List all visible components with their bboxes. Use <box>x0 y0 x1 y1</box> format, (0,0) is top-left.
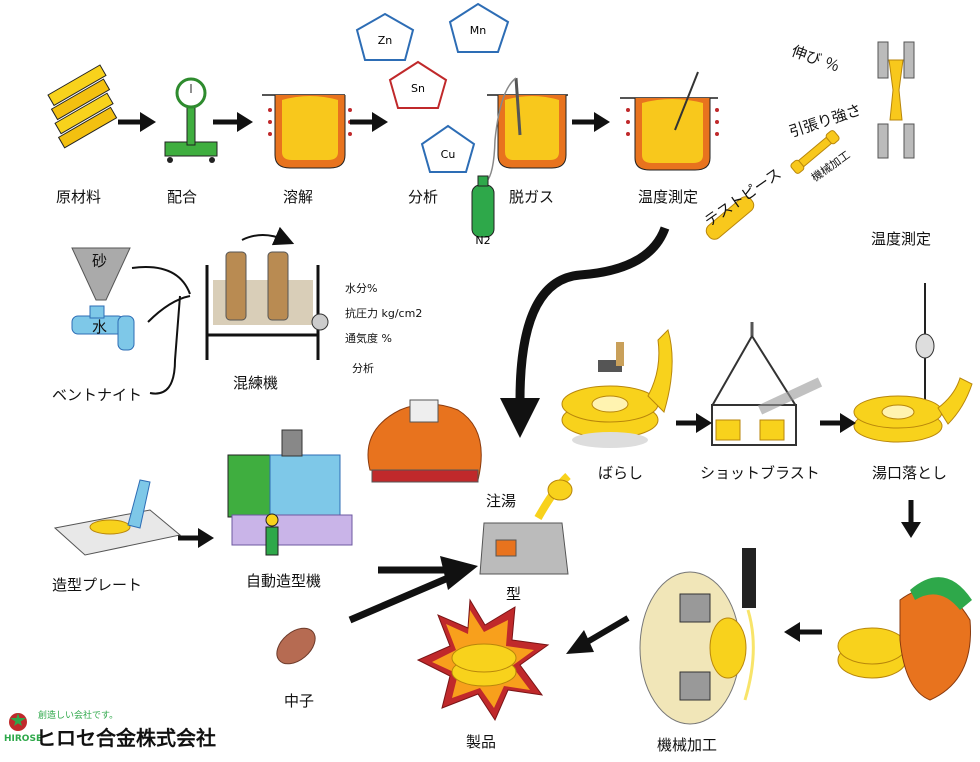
label-temp-measure-1: 温度測定 <box>638 188 699 206</box>
label-moisture: 水分% <box>345 282 378 295</box>
mixer-machine-icon <box>205 226 329 360</box>
label-water: 水 <box>92 318 108 336</box>
label-sand: 砂 <box>92 252 108 270</box>
melting-crucible-icon <box>262 94 352 169</box>
label-degassing: 脱ガス <box>509 188 555 206</box>
label-auto-molding: 自動造型機 <box>246 572 322 590</box>
flow-arrowhead <box>566 630 594 654</box>
grinding-casting-icon <box>837 577 972 701</box>
flow-arrow <box>178 528 214 548</box>
svg-text:Mn: Mn <box>470 24 486 37</box>
company-logo <box>9 713 27 731</box>
label-bentonite: ベントナイト <box>52 386 143 404</box>
pouring-mold-icon <box>479 473 573 575</box>
auto-molding-machine-icon <box>227 429 353 556</box>
label-gate-removal: 湯口落とし <box>872 464 948 482</box>
flow-arrow <box>676 413 921 642</box>
lathe-chuck-icon <box>639 548 756 725</box>
label-blending: 配合 <box>167 188 198 206</box>
product-starburst <box>416 598 550 722</box>
shakeout-casting-icon <box>561 329 673 448</box>
flow-arrowhead <box>440 556 478 590</box>
label-analysis: 分析 <box>408 188 439 206</box>
label-raw-materials: 原材料 <box>56 188 102 206</box>
cu-pentagon: Cu <box>420 124 476 173</box>
gate-removal-icon <box>853 283 973 443</box>
test-piece-bar-icon <box>705 196 755 240</box>
label-mold: 型 <box>506 585 522 603</box>
mn-pentagon: Mn <box>448 2 510 53</box>
nitrogen-cylinder-icon: N2 <box>471 175 495 247</box>
tensile-tester-icon <box>877 41 915 159</box>
water-faucet-icon <box>71 305 135 351</box>
shot-blast-icon <box>711 322 823 446</box>
logo-company-name: ヒロセ合金株式会社 <box>36 726 216 750</box>
bentonite-line <box>131 266 191 395</box>
label-machining: 機械加工 <box>657 736 718 754</box>
svg-text:Zn: Zn <box>378 34 393 47</box>
sn-pentagon: Sn <box>388 60 448 109</box>
label-compressive: 抗圧力 kg/cm2 <box>345 307 423 320</box>
degassing-crucible-icon <box>485 77 568 183</box>
pour-flow-arrow <box>515 226 670 401</box>
label-product: 製品 <box>466 733 497 751</box>
label-mixer: 混練機 <box>233 374 279 392</box>
temperature-crucible-icon <box>620 71 719 171</box>
pour-flow-arrowhead <box>500 398 540 438</box>
label-pouring: 注湯 <box>486 492 517 510</box>
label-permeability: 通気度 % <box>345 332 392 345</box>
weighing-scale-icon <box>164 77 218 163</box>
machined-piece-icon <box>790 130 840 174</box>
pattern-plate-icon <box>53 479 182 556</box>
ingot-stack-icon <box>47 64 118 149</box>
logo-brand: HIROSE <box>4 734 43 744</box>
flow-arrow <box>580 615 630 648</box>
svg-text:Cu: Cu <box>441 148 456 161</box>
flow-arrow <box>118 112 610 132</box>
logo-tagline: 創造しい会社です。 <box>38 711 119 721</box>
label-shakeout: ばらし <box>598 464 644 482</box>
pouring-ladle-icon <box>367 399 482 483</box>
core-icon <box>276 627 316 665</box>
svg-text:N2: N2 <box>475 234 490 247</box>
label-melting: 溶解 <box>283 188 314 206</box>
label-core: 中子 <box>284 692 315 710</box>
sand-funnel-icon <box>71 247 131 301</box>
svg-text:Sn: Sn <box>411 82 425 95</box>
zn-pentagon: Zn <box>355 12 415 61</box>
label-shot-blast: ショットブラスト <box>700 464 820 482</box>
label-temp-measure-2: 温度測定 <box>871 230 932 248</box>
label-sand-analysis: 分析 <box>352 362 374 375</box>
label-pattern-plate: 造型プレート <box>52 576 143 594</box>
